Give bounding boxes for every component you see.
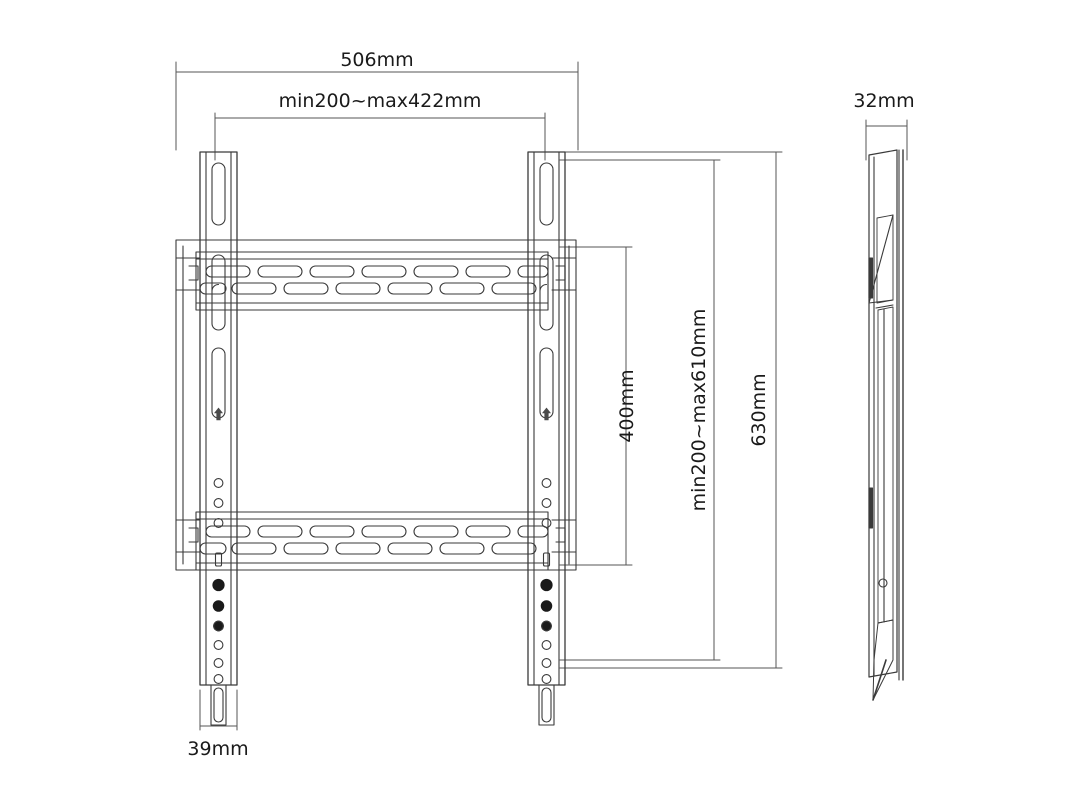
horizontal-crossbar-lower [195, 511, 549, 571]
dimension-label-height-range: min200~max610mm [688, 309, 710, 512]
crossbar-slots-upper-row [205, 265, 549, 278]
dimension-lines-top [175, 61, 579, 161]
up-arrow-marker-right [542, 407, 551, 421]
dimension-label-height-400: 400mm [616, 369, 638, 442]
vertical-rail-left [199, 151, 238, 726]
vertical-rail-right [527, 151, 566, 726]
front-view [175, 151, 577, 726]
crossbar-slots-upper-row-2 [205, 525, 549, 538]
side-view [868, 149, 904, 701]
dimension-label-width-506: 506mm [340, 49, 413, 71]
dimension-label-rail-39: 39mm [187, 738, 248, 760]
dimension-label-width-range: min200~max422mm [279, 90, 482, 112]
dimension-lines-right [559, 151, 783, 669]
dimension-lines-bottom [199, 689, 238, 731]
dimension-lines-side [865, 119, 908, 161]
crossbar-slots-lower-row-2 [199, 542, 537, 555]
up-arrow-marker [214, 407, 223, 421]
dimension-label-depth-32: 32mm [853, 90, 914, 112]
dimension-label-height-630: 630mm [748, 373, 770, 446]
